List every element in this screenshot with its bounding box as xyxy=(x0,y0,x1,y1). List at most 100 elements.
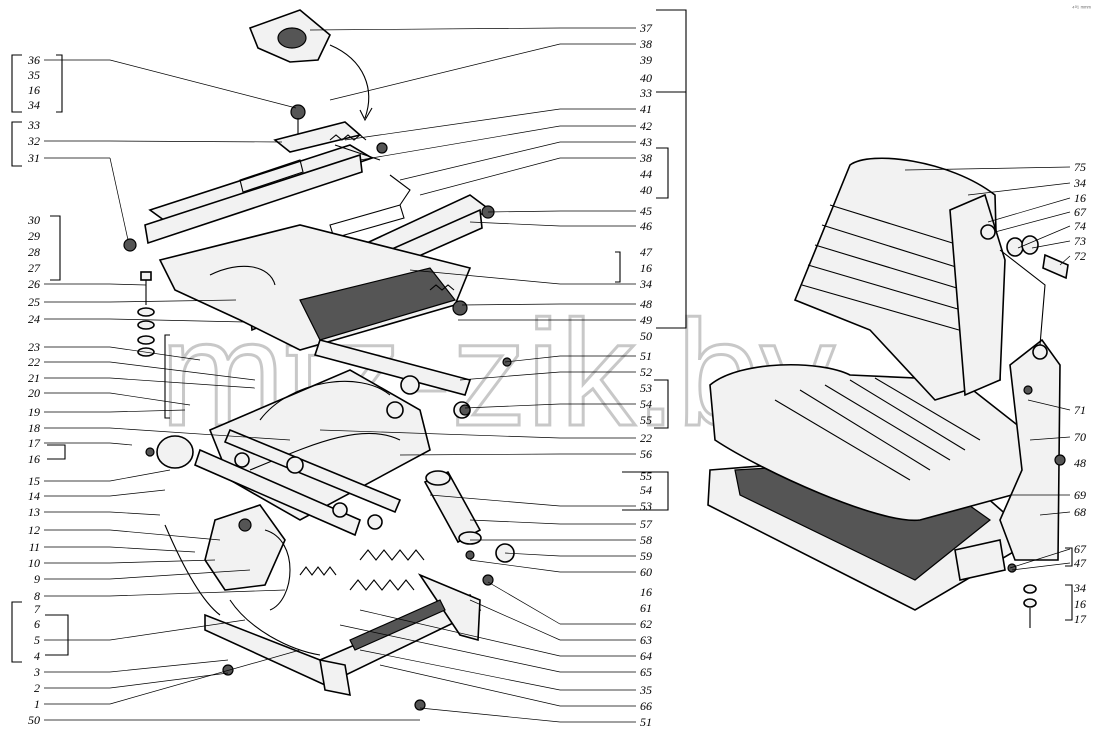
callout-number-mid: 55 xyxy=(640,469,652,483)
callout-number-mid: 43 xyxy=(640,135,652,149)
callout-number-mid: 59 xyxy=(640,549,652,563)
callout-number-left: 16 xyxy=(28,83,40,97)
leader-line xyxy=(109,546,196,553)
callout-number-left: 35 xyxy=(27,68,40,82)
callout-number-mid: 55 xyxy=(640,413,652,427)
callout-number-right: 70 xyxy=(1074,430,1086,444)
leader-line xyxy=(109,672,229,689)
callout-number-mid: 48 xyxy=(640,297,652,311)
leader-line xyxy=(109,589,286,597)
leader-line xyxy=(339,624,561,673)
leader-line xyxy=(109,346,201,361)
leader-line xyxy=(487,210,561,213)
leader-line xyxy=(487,581,561,625)
callout-number-right: 34 xyxy=(1073,581,1086,595)
callout-number-right: 67 xyxy=(1074,205,1087,219)
callout-number-left: 1 xyxy=(34,697,40,711)
leader-line xyxy=(1029,436,1071,441)
callout-number-left: 25 xyxy=(28,295,40,309)
callout-number-left: 11 xyxy=(29,540,40,554)
callout-number-mid: 16 xyxy=(640,261,652,275)
leader-line xyxy=(994,211,1071,233)
leader-line xyxy=(399,453,561,456)
callout-number-mid: 50 xyxy=(640,329,652,343)
callout-number-left: 2 xyxy=(34,681,40,695)
suspension-exploded-drawing xyxy=(123,9,515,711)
callout-number-left: 9 xyxy=(34,572,40,586)
callout-number-mid: 39 xyxy=(639,53,652,67)
callout-number-right: 74 xyxy=(1074,219,1086,233)
leader-line xyxy=(109,361,256,381)
leader-line xyxy=(1059,255,1071,266)
callout-number-mid: 53 xyxy=(640,499,652,513)
callout-number-right: 34 xyxy=(1073,176,1086,190)
callout-number-mid: 63 xyxy=(640,633,652,647)
leader-line xyxy=(469,221,561,227)
callout-number-left: 18 xyxy=(28,421,40,435)
adjust-lever-disc xyxy=(164,504,291,616)
leader-line xyxy=(399,141,561,181)
callout-number-mid: 45 xyxy=(640,204,652,218)
leader-line xyxy=(1031,240,1071,249)
leader-line xyxy=(109,318,246,323)
callout-number-mid: 47 xyxy=(640,245,653,259)
callout-number-mid: 51 xyxy=(640,349,652,363)
leader-line xyxy=(1011,562,1071,571)
callout-number-left: 28 xyxy=(28,245,40,259)
callout-number-mid: 64 xyxy=(640,649,652,663)
callout-number-mid: 44 xyxy=(640,167,652,181)
leader-line xyxy=(359,125,561,161)
leader-line xyxy=(464,403,561,409)
callout-number-right: 47 xyxy=(1074,556,1087,570)
leader-lines xyxy=(44,27,1071,723)
leader-line xyxy=(987,197,1071,223)
callout-number-left: 32 xyxy=(27,134,40,148)
callout-number-mid: 35 xyxy=(639,683,652,697)
leader-line xyxy=(1039,511,1071,516)
callout-number-left: 31 xyxy=(27,151,40,165)
left-callout-column: 3635163433323130292827262524232221201918… xyxy=(27,53,41,727)
leader-line xyxy=(109,529,221,541)
leader-line xyxy=(967,182,1071,196)
callout-number-mid: 66 xyxy=(640,699,652,713)
leader-line xyxy=(109,659,229,673)
leader-line xyxy=(469,559,561,573)
leader-line xyxy=(109,157,129,241)
callout-number-left: 19 xyxy=(28,405,40,419)
top-bracket-part xyxy=(248,9,373,122)
callout-number-left: 5 xyxy=(34,633,40,647)
callout-number-left: 14 xyxy=(28,489,40,503)
leader-line xyxy=(109,409,186,413)
seat-backrest-ribs xyxy=(801,204,976,333)
leader-line xyxy=(904,166,1071,171)
leader-line xyxy=(359,609,561,657)
callout-number-right: 75 xyxy=(1074,160,1086,174)
leader-line xyxy=(419,157,561,196)
callout-number-left: 8 xyxy=(34,589,40,603)
callout-number-mid: 54 xyxy=(640,483,652,497)
leader-line xyxy=(109,511,161,516)
callout-number-mid: 34 xyxy=(639,277,652,291)
leader-line xyxy=(429,494,561,507)
callout-number-left: 4 xyxy=(34,649,40,663)
base-frame xyxy=(204,357,515,711)
leader-line xyxy=(109,559,216,564)
callout-number-mid: 54 xyxy=(640,397,652,411)
leader-line xyxy=(109,442,133,446)
leader-line xyxy=(109,469,171,482)
callout-number-mid: 58 xyxy=(640,533,652,547)
callout-number-mid: 37 xyxy=(639,21,653,35)
callout-number-mid: 33 xyxy=(639,86,652,100)
leader-line xyxy=(109,569,251,580)
callout-number-mid: 22 xyxy=(640,431,652,445)
callout-number-mid: 16 xyxy=(640,585,652,599)
leader-line xyxy=(461,303,561,306)
callout-number-left: 26 xyxy=(28,277,40,291)
callout-number-mid: 42 xyxy=(640,119,652,133)
seat-drawing xyxy=(707,157,1069,628)
leader-line xyxy=(359,649,561,691)
leader-line xyxy=(109,427,291,441)
leader-line xyxy=(109,299,237,303)
